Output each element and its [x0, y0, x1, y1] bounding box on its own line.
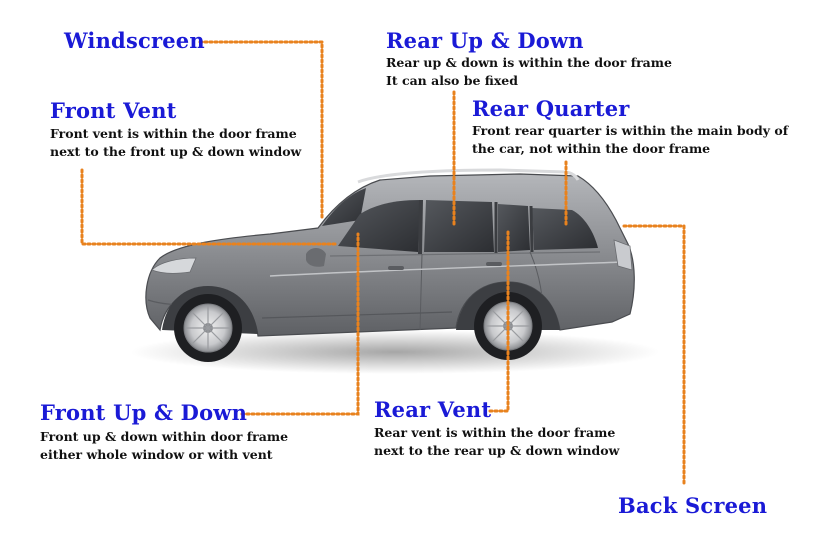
- front-wheel-icon: [174, 294, 242, 362]
- rear-up-down-line-1: Rear up & down is within the door frame: [386, 55, 672, 70]
- rear-up-down-description: Rear up & down is within the door frame …: [386, 54, 672, 90]
- rear-vent-line-2: next to the rear up & down window: [374, 443, 620, 458]
- rear-up-down-line-2: It can also be fixed: [386, 73, 518, 88]
- front-door-handle: [388, 266, 404, 270]
- front-vent-line-1: Front vent is within the door frame: [50, 126, 297, 141]
- leader-line-front-up-down: [240, 232, 360, 416]
- side-crease: [269, 261, 623, 277]
- b-pillar: [418, 199, 423, 255]
- belt-line: [329, 251, 601, 257]
- leader-line-front-vent: [80, 168, 340, 246]
- front-vent-line-2: next to the front up & down window: [50, 144, 302, 159]
- rear-door-handle: [486, 262, 502, 266]
- front-up-down-line-1: Front up & down within door frame: [40, 429, 289, 444]
- back-screen-label: Back Screen: [618, 493, 768, 518]
- side-mirror-icon: [306, 248, 326, 267]
- leader-line-rear-vent: [488, 230, 510, 413]
- rear-quarter-line-2: the car, not within the door frame: [472, 141, 711, 156]
- rear-vent-description: Rear vent is within the door frame next …: [374, 424, 619, 460]
- leader-line-back-screen: [622, 224, 686, 488]
- roof-rail-icon: [357, 168, 580, 184]
- front-up-down-line-2: either whole window or with vent: [40, 447, 273, 462]
- rear-vent-line-1: Rear vent is within the door frame: [374, 425, 616, 440]
- rear-up-down-label: Rear Up & Down: [386, 28, 584, 53]
- rear-vent-label: Rear Vent: [374, 397, 492, 422]
- front-vent-description: Front vent is within the door frame next…: [50, 125, 301, 161]
- rear-quarter-glass: [532, 208, 598, 250]
- rear-quarter-description: Front rear quarter is within the main bo…: [472, 122, 788, 158]
- front-up-down-description: Front up & down within door frame either…: [40, 428, 288, 464]
- rear-vent-glass: [498, 204, 530, 252]
- front-vent-label: Front Vent: [50, 98, 177, 123]
- d-pillar: [529, 205, 534, 253]
- rear-door-glass: [424, 200, 494, 252]
- rear-quarter-line-1: Front rear quarter is within the main bo…: [472, 123, 789, 138]
- front-up-down-label: Front Up & Down: [40, 400, 248, 425]
- rear-quarter-label: Rear Quarter: [472, 96, 630, 121]
- leader-line-windscreen: [198, 40, 324, 220]
- headlight: [151, 257, 197, 274]
- door-seam-front: [419, 253, 423, 331]
- tail-light: [613, 239, 633, 271]
- windscreen-label: Windscreen: [64, 28, 205, 53]
- windscreen-glass: [322, 188, 366, 226]
